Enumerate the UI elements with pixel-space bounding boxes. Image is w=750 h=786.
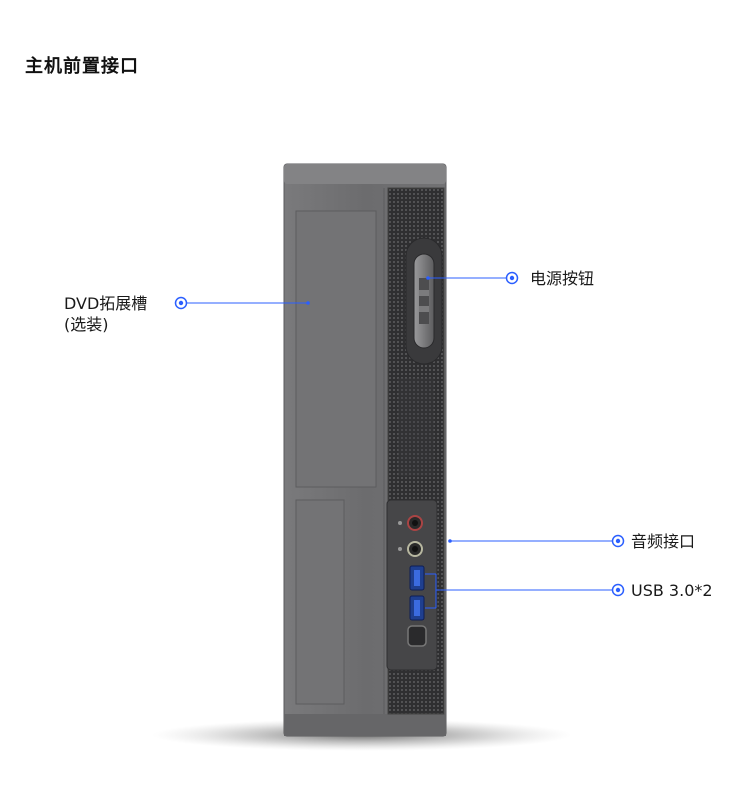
dvd-bay-panel <box>295 210 377 488</box>
callout-dot-audio <box>611 534 625 548</box>
dvd-callout-label: DVD拓展槽 (选装) <box>64 293 147 335</box>
callout-dot-dvd <box>174 296 188 310</box>
usb-callout-label: USB 3.0*2 <box>631 581 713 600</box>
audio-callout-label: 音频接口 <box>631 532 696 551</box>
dvd-callout-line2: (选装) <box>64 315 109 334</box>
callout-dot-power <box>505 271 519 285</box>
page-title: 主机前置接口 <box>25 56 139 77</box>
callout-dot-usb <box>611 583 625 597</box>
power-callout-label: 电源按钮 <box>530 269 595 288</box>
dvd-callout-line1: DVD拓展槽 <box>64 294 148 313</box>
type-c-port <box>407 625 427 647</box>
